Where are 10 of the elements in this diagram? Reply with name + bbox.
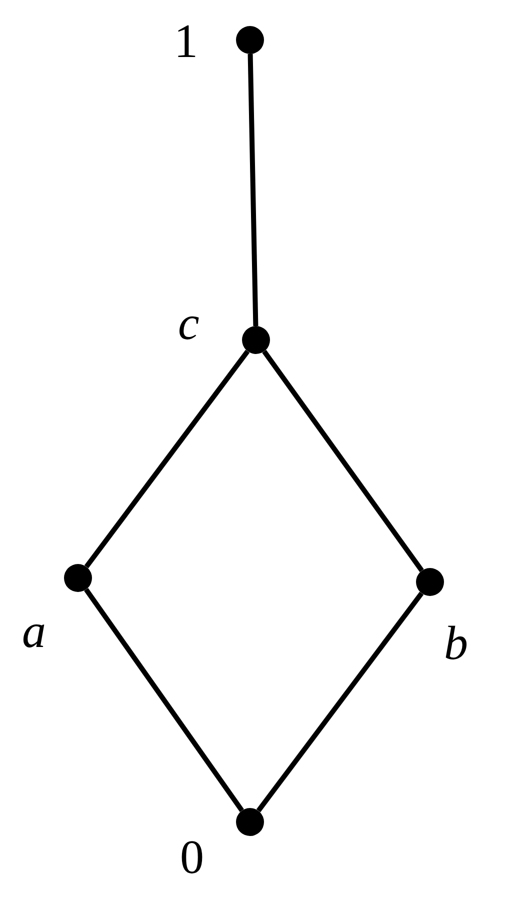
vertex-label: c (178, 300, 200, 348)
vertex-label: 0 (180, 834, 204, 882)
vertex-label: 1 (174, 18, 198, 66)
edge-line (262, 350, 424, 572)
vertex-label: b (444, 620, 468, 668)
edge-line (248, 54, 258, 326)
edge-line (84, 588, 244, 812)
vertex-label: a (22, 608, 46, 656)
edge-line (84, 350, 250, 568)
edge-line (256, 592, 424, 812)
